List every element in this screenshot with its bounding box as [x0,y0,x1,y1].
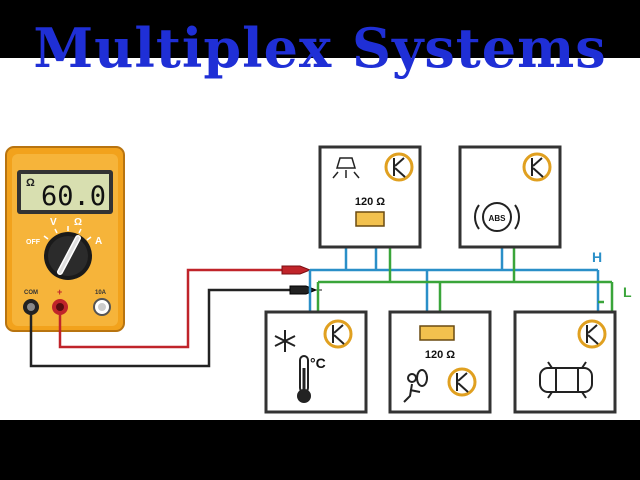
black-probe-lead [29,288,292,368]
plus-jack[interactable] [52,299,68,315]
resistor-label: 120 Ω [355,196,385,208]
display-reading: 60.0 [41,181,106,212]
transistor-icon [522,152,552,182]
car-doors-icon [539,361,593,399]
abs-warning-icon: ABS [474,202,520,232]
page-title: Multiplex Systems [33,16,607,80]
airbag-icon [403,369,428,403]
resistor-label: 120 Ω [425,349,455,361]
can-high-label: H [592,249,602,265]
module-abs[interactable]: ABS [458,145,562,249]
terminating-resistor [355,211,385,227]
module-body[interactable] [513,310,617,414]
transistor-icon [577,319,607,349]
dial-label-amps: A [95,236,102,247]
module-climate[interactable]: °C [264,310,368,414]
red-probe-lead [58,268,285,349]
light-icon [332,157,360,179]
jack-label-plus: + [57,287,62,297]
transistor-icon [323,319,353,349]
snowflake-icon [274,330,296,352]
dial-label-ohms: Ω [74,217,82,228]
transistor-icon [384,152,414,182]
dial-label-volts: V [50,217,57,228]
module-airbag[interactable]: 120 Ω [388,310,492,414]
meter-display [21,174,109,210]
dial-ticks [43,226,92,241]
jack-label-10a: 10A [95,290,107,296]
dial-label-off: OFF [26,239,41,246]
module-lighting[interactable]: 120 Ω [318,145,422,249]
temperature-unit: °C [310,355,326,371]
abs-badge-text: ABS [489,214,507,223]
thermometer-icon [297,355,311,403]
tenA-jack[interactable] [93,298,111,316]
can-low-label: L [623,284,632,300]
multimeter: Ω 60.0 V Ω A OFF COM + 10A [5,146,125,332]
com-jack[interactable] [23,299,39,315]
display-unit: Ω [26,177,35,189]
jack-label-com: COM [24,290,38,296]
rotary-dial-knob[interactable] [44,232,92,280]
terminating-resistor [419,325,455,341]
transistor-icon [447,367,477,397]
